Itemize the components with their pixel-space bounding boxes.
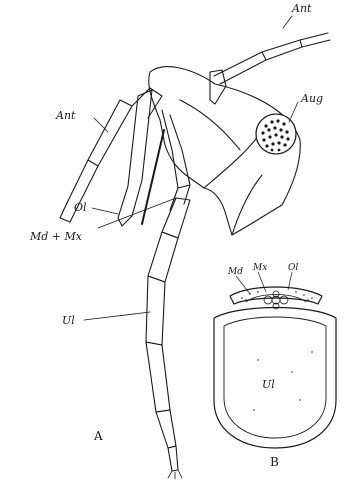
label-ul-b: Ul [262, 378, 275, 391]
label-md-b: Md [227, 267, 243, 277]
labium-inner [224, 317, 326, 438]
panel-label-a: A [93, 429, 103, 443]
antenna-right [214, 33, 330, 84]
label-aug: Aug [300, 92, 323, 105]
labium-outer [214, 308, 336, 449]
label-ul-a: Ul [62, 314, 75, 327]
head-fold [180, 100, 262, 235]
label-mx-b: Mx [252, 263, 267, 273]
panel-a-labels: Ant Aug Ant Ol Md + Mx Ul A [29, 2, 323, 443]
mouthparts-cap [230, 287, 322, 304]
mandible-maxilla [162, 110, 190, 210]
panel-label-b: B [270, 455, 279, 469]
label-md-mx-a: Md + Mx [29, 230, 83, 243]
label-ol-a: Ol [74, 201, 87, 214]
label-ant-left: Ant [55, 109, 76, 122]
panel-a-drawing [60, 16, 330, 479]
label-ant-top: Ant [291, 2, 312, 15]
labium [146, 198, 190, 479]
antenna-base [210, 70, 226, 104]
panel-b-cross-section [214, 272, 336, 448]
leader-lines-a [84, 16, 298, 320]
label-ol-b: Ol [288, 263, 298, 273]
